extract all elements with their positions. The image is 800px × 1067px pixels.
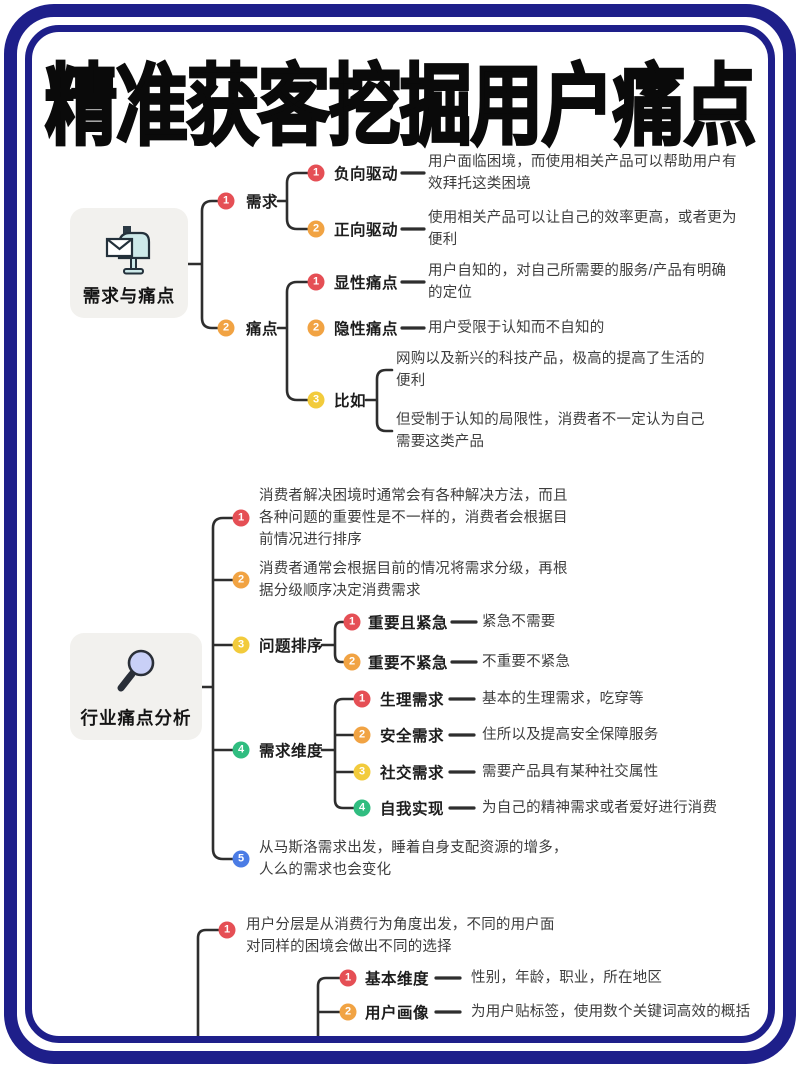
badge-social: 3 bbox=[353, 763, 371, 781]
badge-maslow: 5 bbox=[232, 850, 250, 868]
desc-social: 需要产品具有某种社交属性 bbox=[482, 764, 659, 780]
label-implicit-pain: 隐性痛点 bbox=[334, 321, 399, 338]
magnifier-handle bbox=[117, 670, 136, 692]
badge-explicit-pain: 1 bbox=[307, 273, 325, 291]
desc-self-actualization: 为自己的精神需求或者爱好进行消费 bbox=[482, 800, 718, 816]
label-need-dimensions: 需求维度 bbox=[259, 743, 324, 760]
badge-user-layering: 1 bbox=[218, 921, 236, 939]
bracket-s1-pain bbox=[276, 280, 309, 402]
badge-example: 3 bbox=[307, 391, 325, 409]
mailbox-base bbox=[123, 268, 144, 275]
page-title: 精准获客挖掘用户痛点 bbox=[44, 57, 758, 158]
desc-important-urgent: 紧急不需要 bbox=[482, 614, 556, 630]
badge-self-actualization: 4 bbox=[353, 799, 371, 817]
bracket-s1-example bbox=[364, 368, 394, 433]
bracket-s2-main bbox=[200, 516, 234, 861]
desc-explicit-pain: 用户自知的，对自己所需要的服务/产品有明确 的定位 bbox=[428, 263, 727, 301]
mailbox-post bbox=[130, 257, 137, 270]
badge-s2-point2: 2 bbox=[232, 571, 250, 589]
badge-pain: 2 bbox=[217, 319, 235, 337]
label-example: 比如 bbox=[334, 393, 367, 410]
desc-safety: 住所以及提高安全保障服务 bbox=[482, 727, 659, 743]
desc-s2-point1: 消费者解决困境时通常会有各种解决方法，而且 各种问题的重要性是不一样的，消费者会… bbox=[259, 488, 568, 548]
mailbox-icon bbox=[105, 226, 151, 275]
label-important-not-urgent: 重要不紧急 bbox=[368, 655, 449, 672]
desc-important-not-urgent: 不重要不紧急 bbox=[482, 654, 571, 670]
label-important-urgent: 重要且紧急 bbox=[368, 615, 449, 632]
badge-negative-drive: 1 bbox=[307, 164, 325, 182]
desc-maslow: 从马斯洛需求出发，睡着自身支配资源的增多， 人么的需求也会变化 bbox=[259, 840, 568, 878]
label-negative-drive: 负向驱动 bbox=[334, 166, 399, 183]
bracket-s1-main bbox=[186, 199, 219, 330]
label-physiological: 生理需求 bbox=[380, 692, 445, 709]
desc-physiological: 基本的生理需求，吃穿等 bbox=[482, 691, 644, 707]
label-self-actualization: 自我实现 bbox=[380, 801, 445, 818]
node-box-industry-pain-analysis: 行业痛点分析 bbox=[70, 633, 202, 740]
desc-positive-drive: 使用相关产品可以让自己的效率更高，或者更为 便利 bbox=[428, 210, 737, 248]
badge-problem-sorting: 3 bbox=[232, 636, 250, 654]
node-label-industry-pain-analysis: 行业痛点分析 bbox=[80, 708, 192, 728]
desc-s2-point2: 消费者通常会根据目前的情况将需求分级，再根 据分级顺序决定消费需求 bbox=[259, 561, 568, 599]
badge-safety: 2 bbox=[353, 726, 371, 744]
label-need: 需求 bbox=[246, 194, 279, 211]
badge-need: 1 bbox=[217, 192, 235, 210]
badge-s2-point1: 1 bbox=[232, 509, 250, 527]
desc-basic-dimension: 性别，年龄，职业，所在地区 bbox=[471, 970, 663, 986]
badge-need-dimensions: 4 bbox=[232, 741, 250, 759]
label-user-portrait: 用户画像 bbox=[365, 1005, 430, 1022]
badge-physiological: 1 bbox=[353, 690, 371, 708]
label-social: 社交需求 bbox=[380, 765, 445, 782]
badge-positive-drive: 2 bbox=[307, 220, 325, 238]
badge-user-portrait: 2 bbox=[339, 1003, 357, 1021]
desc-user-portrait: 为用户贴标签，使用数个关键词高效的概括 bbox=[471, 1004, 751, 1020]
bracket-s3-main bbox=[196, 928, 220, 1039]
desc-example-1: 网购以及新兴的科技产品，极高的提高了生活的 便利 bbox=[396, 351, 705, 389]
badge-implicit-pain: 2 bbox=[307, 319, 325, 337]
bracket-s2-dimensions bbox=[320, 697, 355, 810]
label-explicit-pain: 显性痛点 bbox=[334, 275, 399, 292]
badge-basic-dimension: 1 bbox=[339, 969, 357, 987]
magnifier-lens bbox=[127, 649, 155, 677]
magnifier-icon bbox=[117, 649, 155, 692]
label-positive-drive: 正向驱动 bbox=[334, 222, 399, 239]
badge-important-urgent: 1 bbox=[343, 613, 361, 631]
desc-implicit-pain: 用户受限于认知而不自知的 bbox=[428, 320, 605, 336]
node-label-needs-and-pains: 需求与痛点 bbox=[82, 286, 176, 306]
dash-connectors bbox=[400, 171, 478, 1014]
node-box-needs-and-pains: 需求与痛点 bbox=[70, 208, 188, 318]
bracket-s2-sorting bbox=[320, 620, 345, 664]
envelope-flap bbox=[106, 238, 133, 251]
label-pain: 痛点 bbox=[246, 321, 279, 338]
label-safety: 安全需求 bbox=[380, 728, 445, 745]
desc-user-layering: 用户分层是从消费行为角度出发，不同的用户面 对同样的困境会做出不同的选择 bbox=[246, 917, 555, 955]
label-problem-sorting: 问题排序 bbox=[259, 638, 324, 655]
badge-important-not-urgent: 2 bbox=[343, 653, 361, 671]
desc-negative-drive: 用户面临困境，而使用相关产品可以帮助用户有 效拜托这类困境 bbox=[428, 154, 737, 192]
bracket-s1-need bbox=[276, 171, 309, 231]
label-basic-dimension: 基本维度 bbox=[365, 971, 430, 988]
bracket-s3-children bbox=[316, 976, 341, 1039]
desc-example-2: 但受制于认知的局限性，消费者不一定认为自己 需要这类产品 bbox=[396, 412, 705, 450]
